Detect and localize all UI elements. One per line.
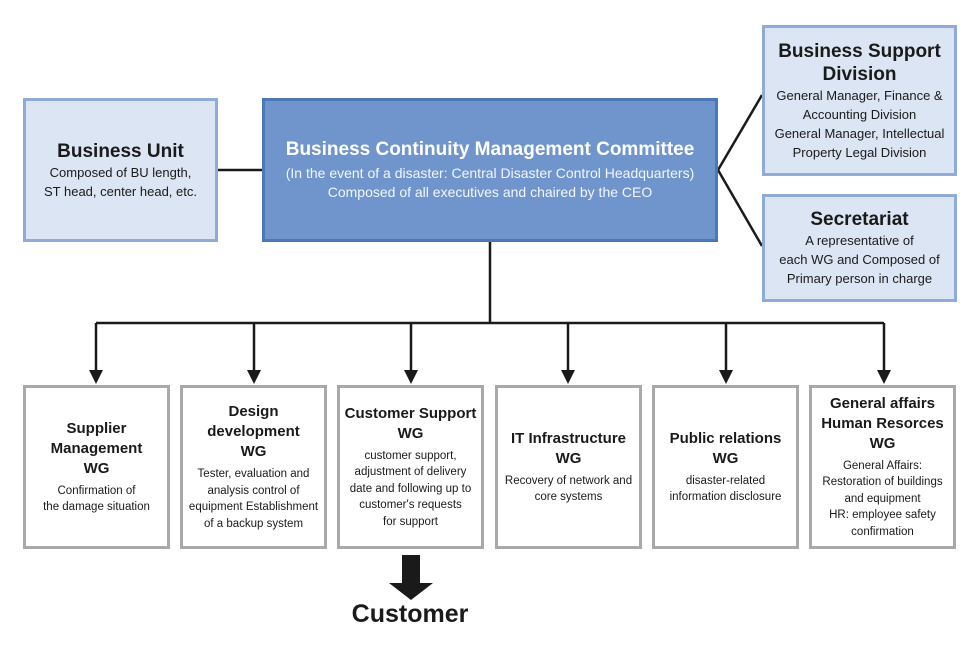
committee-line2: Composed of all executives and chaired b… [327,184,653,200]
business-unit-desc: Composed of BU length, ST head, center h… [44,164,197,199]
secretariat-box: Secretariat A representative of each WG … [762,194,957,302]
business-unit-title: Business Unit [57,140,184,162]
wg-design-development: Design development WG Tester, evaluation… [180,385,327,549]
wg-desc: disaster-related information disclosure [669,474,782,504]
drop-arrowhead-4 [561,370,575,384]
wg-title: Customer Support WG [344,404,477,442]
drop-arrowhead-3 [404,370,418,384]
secretariat-title: Secretariat [810,209,909,230]
wg-title: IT Infrastructure WG [510,429,627,467]
wg-supplier-management: Supplier Management WG Confirmation of t… [23,385,170,549]
wg-desc: General Affairs: Restoration of building… [822,459,943,538]
business-unit-box: Business Unit Composed of BU length, ST … [23,98,218,242]
wg-drop-arrows [89,323,891,384]
wg-desc: Confirmation of the damage situation [43,484,150,514]
drop-arrowhead-2 [247,370,261,384]
wg-desc: Recovery of network and core systems [504,474,633,504]
customer-arrow [389,555,433,600]
wg-customer-support: Customer Support WG customer support, ad… [337,385,484,549]
wg-desc: Tester, evaluation and analysis control … [188,468,319,530]
support-division-box: Business Support Division General Manage… [762,25,957,176]
support-division-desc: General Manager, Finance & Accounting Di… [774,87,945,160]
connector-committee-secretariat [716,169,764,247]
wg-title: Public relations WG [669,429,782,467]
support-division-title: Business Support Division [778,40,941,85]
drop-arrowhead-6 [877,370,891,384]
wg-title: General affairs Human Resorces WG [821,394,944,452]
committee-line1: (In the event of a disaster: Central Dis… [285,165,695,181]
wg-public-relations: Public relations WG disaster-related inf… [652,385,799,549]
wg-title: Supplier Management WG [50,419,143,477]
drop-arrowhead-5 [719,370,733,384]
secretariat-desc: A representative of each WG and Composed… [779,233,940,286]
drop-arrowhead-1 [89,370,103,384]
wg-title: Design development WG [207,403,300,460]
wg-it-infrastructure: IT Infrastructure WG Recovery of network… [495,385,642,549]
wg-general-affairs-hr: General affairs Human Resorces WG Genera… [809,385,956,549]
committee-box: Business Continuity Management Committee… [262,98,718,242]
committee-title: Business Continuity Management Committee [285,139,695,160]
customer-label: Customer [351,600,469,628]
wg-desc: customer support, adjustment of delivery… [349,449,472,528]
connector-committee-support [716,94,764,171]
